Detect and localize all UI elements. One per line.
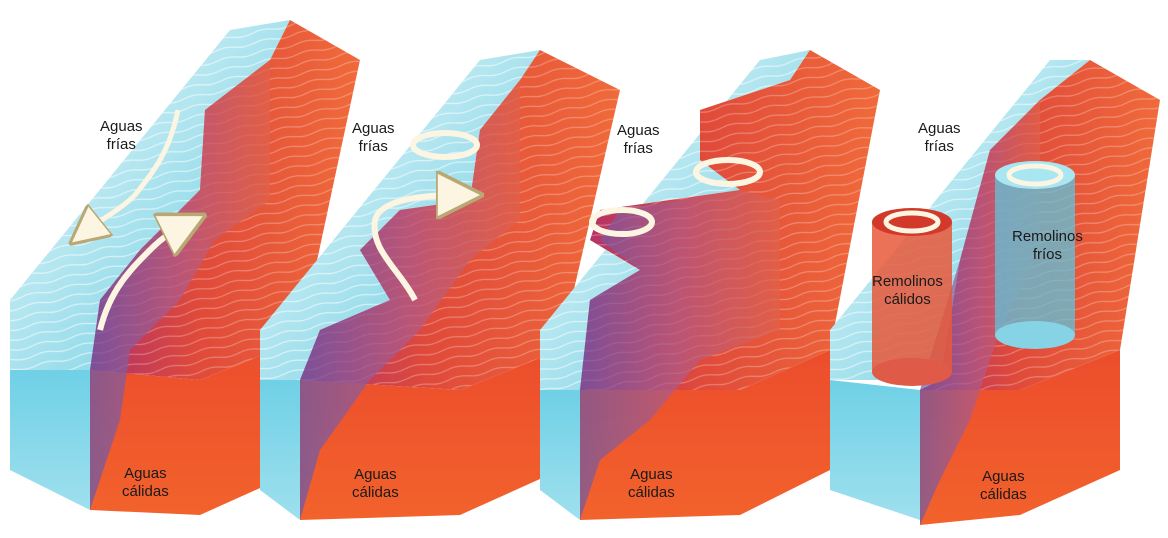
cold-side-wall xyxy=(10,370,90,510)
